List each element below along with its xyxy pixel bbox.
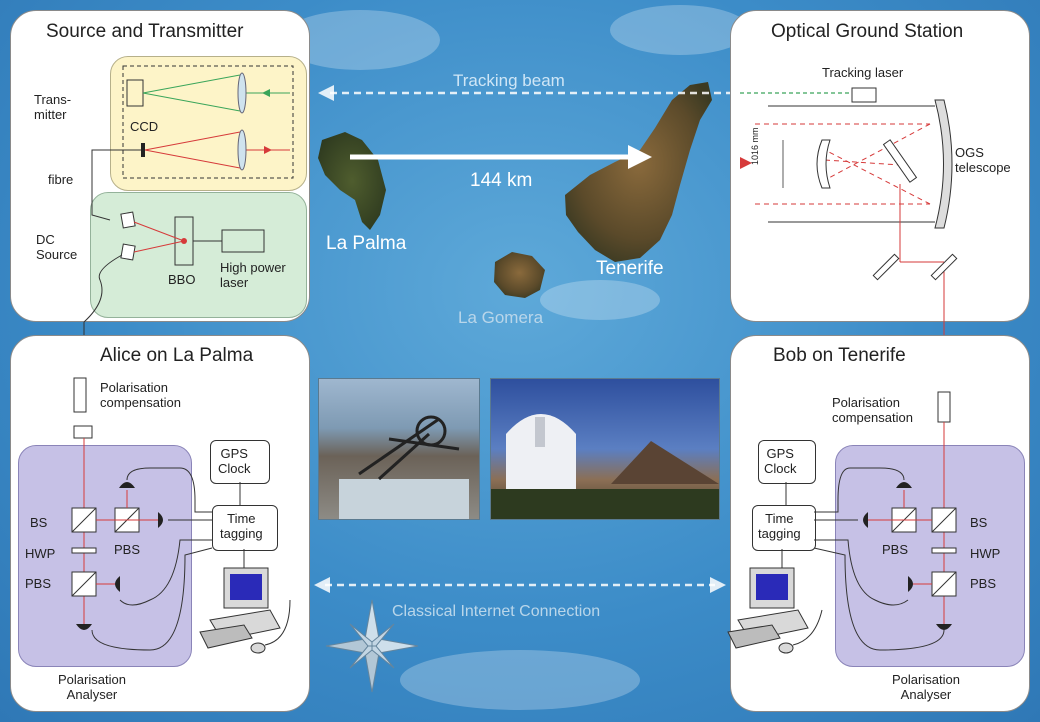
la-gomera-label: La Gomera <box>458 308 544 327</box>
internet-arrowhead-right <box>710 577 726 593</box>
bob-analyser-box <box>835 445 1025 667</box>
bob-analyser-label: Polarisation Analyser <box>892 672 960 702</box>
internet-connection-label: Classical Internet Connection <box>392 603 601 620</box>
bob-pbs-left-label: PBS <box>882 542 909 557</box>
alice-analyser-label: Polarisation Analyser <box>58 672 126 702</box>
fibre-label: fibre <box>48 172 74 187</box>
bob-time-tagging-box <box>752 505 816 551</box>
ogs-title: Optical Ground Station <box>771 21 964 42</box>
distance-label: 144 km <box>470 170 533 191</box>
bob-gps-clock-box <box>758 440 816 484</box>
source-transmitter-title: Source and Transmitter <box>46 21 244 42</box>
la-gomera-island <box>494 252 545 298</box>
bob-title: Bob on Tenerife <box>773 345 906 366</box>
bob-pbs-right-label: PBS <box>970 576 997 591</box>
internet-arrowhead-left <box>314 577 330 593</box>
dc-source-label: DC Source <box>36 232 78 262</box>
bob-polarisation-compensation-label: Polarisation compensation <box>832 395 913 425</box>
bob-gps-clock-label: GPS Clock <box>764 446 797 476</box>
ccd-label: CCD <box>130 119 159 134</box>
compass-rose-icon <box>325 599 419 693</box>
high-power-laser-label: High power laser <box>220 260 286 290</box>
telescope-dome-photo <box>490 378 720 520</box>
alice-pbs-left-label: PBS <box>25 576 52 591</box>
alice-polarisation-compensation-label: Polarisation compensation <box>100 380 181 410</box>
alice-pbs-right-label: PBS <box>114 542 141 557</box>
alice-hwp-label: HWP <box>25 546 56 561</box>
transmitter-label: Trans- mitter <box>34 92 72 122</box>
tenerife-label: Tenerife <box>596 258 664 279</box>
cloud-texture <box>280 5 750 710</box>
alice-title: Alice on La Palma <box>100 345 254 366</box>
bob-hwp-label: HWP <box>970 546 1001 561</box>
ogs-telescope-label: OGS telescope <box>955 145 1011 175</box>
tenerife-island <box>565 82 712 262</box>
transmitter-box <box>110 56 307 191</box>
alice-gps-clock-label: GPS Clock <box>218 446 251 476</box>
alice-time-tagging-label: Time tagging <box>220 511 263 541</box>
tracking-beam-arrowhead <box>318 85 334 101</box>
tracking-laser-label: Tracking laser <box>822 65 904 80</box>
alice-analyser-box <box>18 445 192 667</box>
bob-bs-label: BS <box>970 515 988 530</box>
transmitter-photo <box>318 378 480 520</box>
la-palma-label: La Palma <box>326 233 407 254</box>
alice-computer-icon <box>199 567 291 654</box>
distance-arrowhead <box>628 145 652 169</box>
bob-computer-icon <box>727 567 823 654</box>
bob-time-tagging-label: Time tagging <box>758 511 801 541</box>
alice-bs-label: BS <box>30 515 48 530</box>
bbo-label: BBO <box>168 272 196 287</box>
alice-time-tagging-box <box>212 505 278 551</box>
tracking-beam-label: Tracking beam <box>453 71 565 90</box>
